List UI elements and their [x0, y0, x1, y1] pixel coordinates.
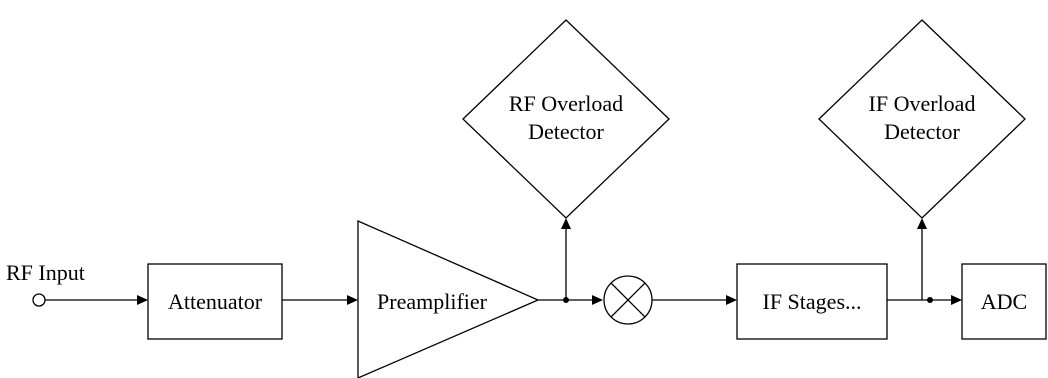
rf-input-label: RF Input: [6, 260, 85, 285]
rf-overload-label-line2: Detector: [528, 119, 604, 144]
arrow-into-mixer: [592, 295, 603, 305]
arrow-into-preamplifier: [347, 295, 358, 305]
preamplifier-label: Preamplifier: [377, 289, 488, 314]
arrow-into-if-overload: [917, 218, 927, 229]
if-overload-label-line2: Detector: [884, 119, 960, 144]
attenuator-label: Attenuator: [168, 289, 263, 314]
if-overload-label-line1: IF Overload: [869, 91, 976, 116]
arrow-into-attenuator: [137, 295, 148, 305]
junction-if-tap: [927, 297, 933, 303]
rf-input-terminal: [32, 293, 46, 307]
if-stages-label: IF Stages...: [763, 289, 862, 314]
rf-overload-label-line1: RF Overload: [509, 91, 623, 116]
preamplifier-block: [357, 220, 540, 378]
adc-label: ADC: [981, 289, 1027, 314]
arrow-into-adc: [951, 295, 962, 305]
attenuator-block: [147, 263, 283, 340]
if-stages-block: [736, 263, 888, 340]
if-overload-detector-block: [818, 19, 1026, 219]
arrow-into-rf-overload: [561, 218, 571, 229]
arrow-into-if-stages: [726, 295, 737, 305]
adc-block: [961, 263, 1047, 340]
rf-overload-detector-block: [462, 19, 670, 219]
mixer-cross-b: [610, 282, 646, 318]
